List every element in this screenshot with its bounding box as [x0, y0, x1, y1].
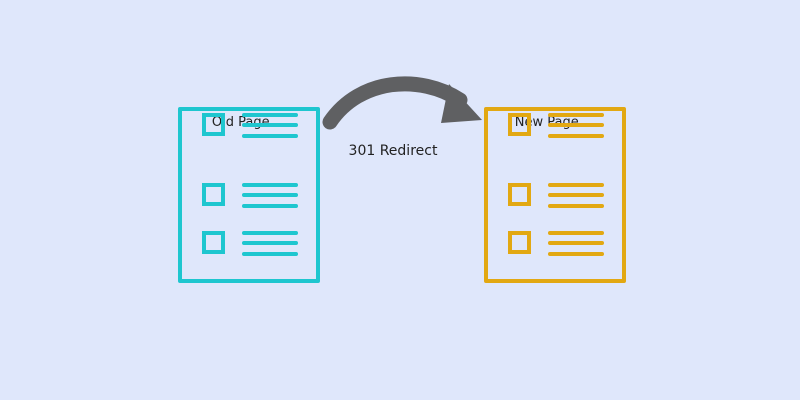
text-line: [242, 204, 298, 208]
redirect-arrow-shaft: [322, 76, 468, 130]
text-line: [548, 204, 604, 208]
checkbox-icon: [202, 113, 225, 136]
new-page-document: New Page....: [484, 107, 626, 283]
old-page-row: [202, 229, 302, 259]
old-page-document: Old Page....: [178, 107, 320, 283]
text-line: [548, 193, 604, 197]
text-line: [242, 231, 298, 235]
text-line: [242, 193, 298, 197]
text-line: [242, 183, 298, 187]
text-line: [242, 123, 298, 127]
old-page-row: [202, 111, 302, 141]
new-page-row: [508, 111, 608, 141]
text-line: [548, 183, 604, 187]
text-line: [242, 241, 298, 245]
checkbox-icon: [202, 183, 225, 206]
checkbox-icon: [508, 231, 531, 254]
old-page-row: [202, 181, 302, 211]
text-line: [548, 113, 604, 117]
text-line: [548, 241, 604, 245]
redirect-arrow-head: [441, 84, 482, 123]
text-line: [548, 252, 604, 256]
text-line: [548, 231, 604, 235]
text-line: [548, 134, 604, 138]
new-page-row: [508, 229, 608, 259]
text-line: [548, 123, 604, 127]
checkbox-icon: [508, 113, 531, 136]
text-line: [242, 113, 298, 117]
new-page-row: [508, 181, 608, 211]
checkbox-icon: [508, 183, 531, 206]
redirect-label: 301 Redirect: [348, 143, 438, 159]
text-line: [242, 134, 298, 138]
checkbox-icon: [202, 231, 225, 254]
text-line: [242, 252, 298, 256]
